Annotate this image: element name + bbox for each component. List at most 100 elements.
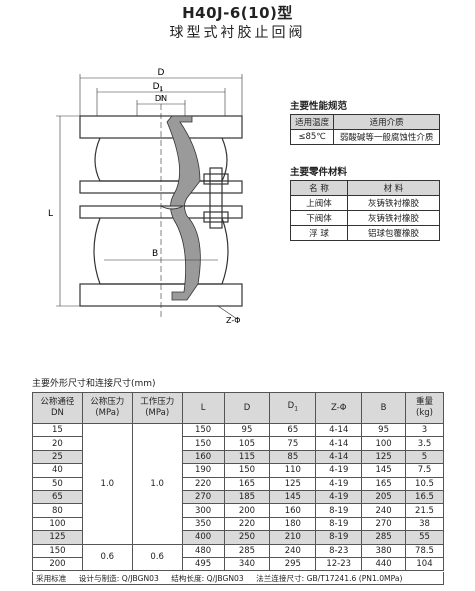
performance-table: 适用温度 适用介质 ≤85℃ 弱酸碱等一般腐蚀性介质 xyxy=(289,114,440,145)
table-cell: 270 xyxy=(361,516,407,532)
footer-length: 结构长度: Q/JBGN03 xyxy=(171,574,244,583)
mat-row-material: 灰铸铁衬橡胶 xyxy=(347,195,440,211)
header-z: Z-Φ xyxy=(315,392,363,424)
table-cell: 8-23 xyxy=(315,543,363,558)
table-cell: 150 xyxy=(223,463,271,478)
table-cell: 5 xyxy=(405,449,444,465)
model-title: H40J-6(10)型 xyxy=(182,4,293,22)
table-cell: 15 xyxy=(32,422,83,438)
table-cell: 125 xyxy=(32,530,83,545)
table-cell: 3 xyxy=(405,422,444,438)
bolt xyxy=(209,167,223,229)
table-cell: 16.5 xyxy=(405,489,444,505)
table-cell: 65 xyxy=(269,422,317,438)
float-ball xyxy=(159,205,185,210)
footer-standard: 采用标准 xyxy=(36,574,67,583)
table-cell: 125 xyxy=(269,476,317,491)
table-cell: 125 xyxy=(361,449,407,465)
table-cell: 220 xyxy=(181,476,225,491)
table-cell: 200 xyxy=(223,503,271,518)
mat-row-name: 浮 球 xyxy=(290,225,348,241)
valve-section-drawing: D D1 DN L B Z-Φ xyxy=(48,68,243,325)
mat-row-name: 上阀体 xyxy=(290,195,348,211)
header-weight: 重量(kg) xyxy=(405,392,444,424)
table-cell: 104 xyxy=(405,556,444,572)
footer-flange: 法兰连接尺寸: GB/T17241.6 (PN1.0MPa) xyxy=(256,574,403,583)
working-pressure-cell: 1.0 xyxy=(131,423,183,545)
materials-table: 名 称 材 料 上阀体 灰铸铁衬橡胶 下阀体 灰铸铁衬橡胶 浮 球 铝球包覆橡胶 xyxy=(290,180,440,241)
working-pressure-cell: 0.6 xyxy=(131,543,183,572)
table-cell: 50 xyxy=(32,476,83,491)
rubber-lining xyxy=(166,115,201,301)
nominal-pressure-cell: 1.0 xyxy=(81,423,133,545)
table-cell: 220 xyxy=(223,516,271,532)
perf-temp-value: ≤85℃ xyxy=(289,129,335,145)
header-d1: D1 xyxy=(269,392,317,424)
perf-header-medium: 适用介质 xyxy=(333,114,440,130)
table-cell: 55 xyxy=(405,530,444,545)
table-cell: 160 xyxy=(269,503,317,518)
label-b: B xyxy=(152,249,158,259)
table-cell: 240 xyxy=(361,503,407,518)
header-d: D xyxy=(223,392,271,424)
table-cell: 40 xyxy=(32,463,83,478)
table-cell: 150 xyxy=(181,436,225,451)
table-cell: 145 xyxy=(269,489,317,505)
table-cell: 205 xyxy=(361,489,407,505)
table-cell: 95 xyxy=(361,422,407,438)
table-cell: 295 xyxy=(269,556,317,572)
table-cell: 100 xyxy=(32,516,83,532)
table-cell: 240 xyxy=(269,543,317,558)
nominal-pressure-cell: 0.6 xyxy=(81,543,133,572)
table-cell: 440 xyxy=(361,556,407,572)
bolt-nut-top xyxy=(203,173,229,185)
header-pn: 公称压力(MPa) xyxy=(81,392,133,424)
table-cell: 20 xyxy=(32,436,83,451)
table-cell: 4-19 xyxy=(315,489,363,505)
table-cell: 38 xyxy=(405,516,444,532)
table-cell: 285 xyxy=(223,543,271,558)
table-cell: 4-14 xyxy=(315,436,363,451)
table-cell: 180 xyxy=(269,516,317,532)
table-cell: 95 xyxy=(223,422,271,438)
table-cell: 285 xyxy=(361,530,407,545)
perf-medium-value: 弱酸碱等一般腐蚀性介质 xyxy=(333,129,440,145)
materials-heading: 主要零件材料 xyxy=(290,167,348,178)
table-cell: 150 xyxy=(181,422,225,438)
table-cell: 160 xyxy=(181,449,225,465)
table-cell: 85 xyxy=(269,449,317,465)
label-d: D xyxy=(158,68,165,78)
table-cell: 115 xyxy=(223,449,271,465)
label-d1: D1 xyxy=(153,82,164,93)
mat-row-material: 铝球包覆橡胶 xyxy=(347,225,440,241)
table-cell: 210 xyxy=(269,530,317,545)
table-cell: 200 xyxy=(32,556,83,572)
table-cell: 4-14 xyxy=(315,422,363,438)
table-cell: 400 xyxy=(181,530,225,545)
performance-heading: 主要性能规范 xyxy=(290,101,348,112)
table-cell: 150 xyxy=(32,543,83,558)
table-cell: 165 xyxy=(361,476,407,491)
table-cell: 8-19 xyxy=(315,503,363,518)
table-cell: 350 xyxy=(181,516,225,532)
perf-header-temp: 适用温度 xyxy=(289,114,335,130)
table-cell: 145 xyxy=(361,463,407,478)
header-b: B xyxy=(361,392,407,424)
mat-header-name: 名 称 xyxy=(290,180,348,196)
table-cell: 78.5 xyxy=(405,543,444,558)
table-cell: 340 xyxy=(223,556,271,572)
footer-design: 设计与制造: Q/JBGN03 xyxy=(78,574,159,583)
table-cell: 10.5 xyxy=(405,476,444,491)
table-cell: 185 xyxy=(223,489,271,505)
standards-footer: 采用标准 设计与制造: Q/JBGN03 结构长度: Q/JBGN03 法兰连接… xyxy=(32,572,444,585)
